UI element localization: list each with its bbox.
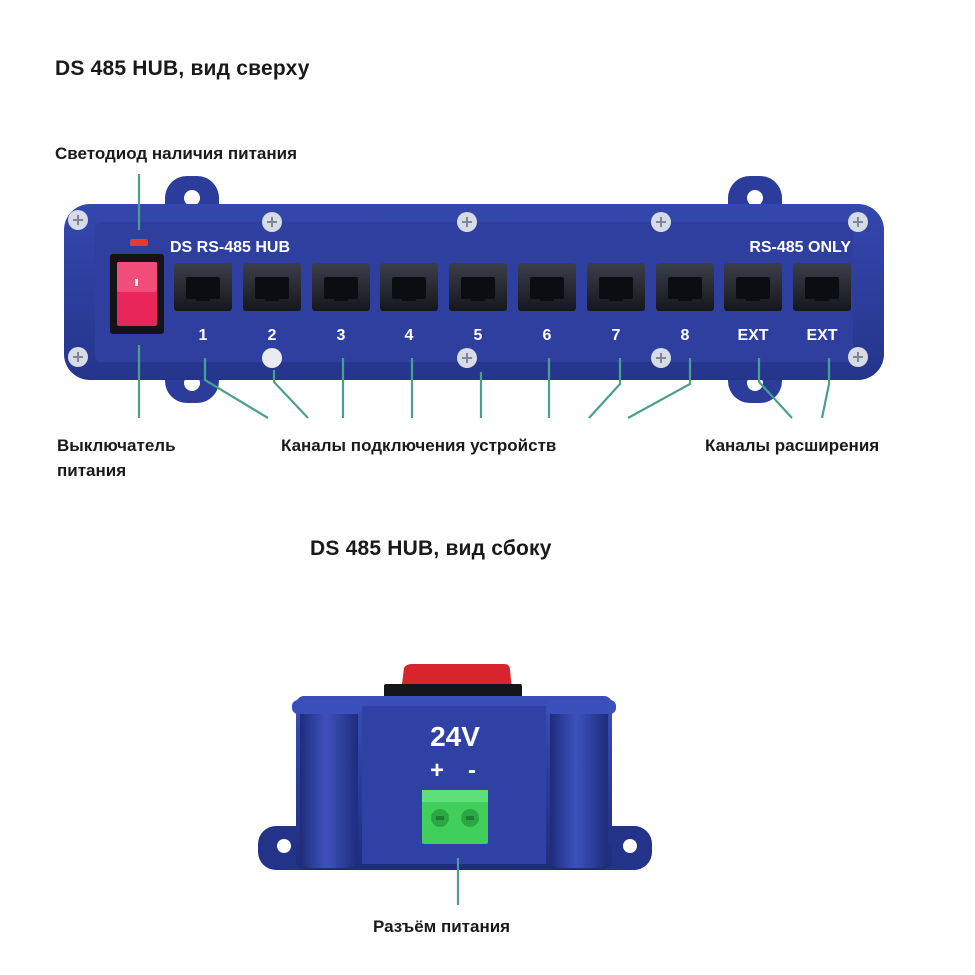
rj-port-ext-2[interactable] — [793, 263, 851, 311]
led-callout: Светодиод наличия питания — [55, 144, 297, 163]
hub-side-view: 24V + - — [258, 664, 652, 905]
port-ext-1-leader — [757, 358, 793, 419]
leader-lines — [137, 174, 831, 419]
port-7-leader — [588, 358, 622, 419]
side-pillar-left — [300, 700, 358, 868]
device-label-right: RS-485 ONLY — [749, 239, 851, 256]
top-view-title: DS 485 HUB, вид сверху — [55, 57, 310, 80]
voltage-label: 24V — [430, 721, 480, 752]
port-label-ext-2: EXT — [806, 327, 837, 344]
port-label-7: 7 — [612, 327, 621, 344]
port-label-8: 8 — [681, 327, 690, 344]
screws — [68, 210, 868, 368]
power-led — [130, 239, 148, 246]
power-terminal[interactable] — [422, 790, 488, 844]
expansion-channels-callout: Каналы расширения — [705, 436, 880, 455]
power-switch[interactable] — [110, 254, 164, 334]
device-label-left: DS RS-485 HUB — [170, 239, 290, 256]
port-1-leader — [203, 358, 269, 419]
rj-port-4[interactable] — [380, 263, 438, 311]
switch-callout-line1: Выключатель — [57, 436, 176, 455]
device-channels-callout: Каналы подключения устройств — [281, 436, 557, 455]
rj-port-3[interactable] — [312, 263, 370, 311]
port-label-4: 4 — [405, 327, 414, 344]
port-ext-2-leader — [820, 358, 831, 419]
port-label-5: 5 — [474, 327, 483, 344]
side-view-title: DS 485 HUB, вид сбоку — [310, 537, 552, 560]
power-connector-callout: Разъём питания — [373, 917, 511, 936]
minus-label: - — [468, 757, 476, 784]
rj-port-ext-1[interactable] — [724, 263, 782, 311]
switch-callout-line2: питания — [57, 461, 127, 480]
port-label-1: 1 — [199, 327, 208, 344]
rj-port-7[interactable] — [587, 263, 645, 311]
port-8-leader — [627, 358, 692, 419]
hub-top-view: DS RS-485 HUB RS-485 ONLY 1 2 3 4 5 6 7 … — [64, 174, 884, 419]
rj-port-1[interactable] — [174, 263, 232, 311]
port-label-3: 3 — [337, 327, 346, 344]
side-pillar-right — [550, 700, 608, 868]
port-2-leader — [272, 370, 309, 419]
port-label-ext-1: EXT — [737, 327, 768, 344]
side-switch[interactable] — [384, 664, 522, 698]
rj-port-8[interactable] — [656, 263, 714, 311]
rj-port-2[interactable] — [243, 263, 301, 311]
rj-ports — [174, 263, 851, 311]
plus-label: + — [430, 757, 444, 784]
port-label-6: 6 — [543, 327, 552, 344]
rj-port-6[interactable] — [518, 263, 576, 311]
rj-port-5[interactable] — [449, 263, 507, 311]
port-label-2: 2 — [268, 327, 277, 344]
